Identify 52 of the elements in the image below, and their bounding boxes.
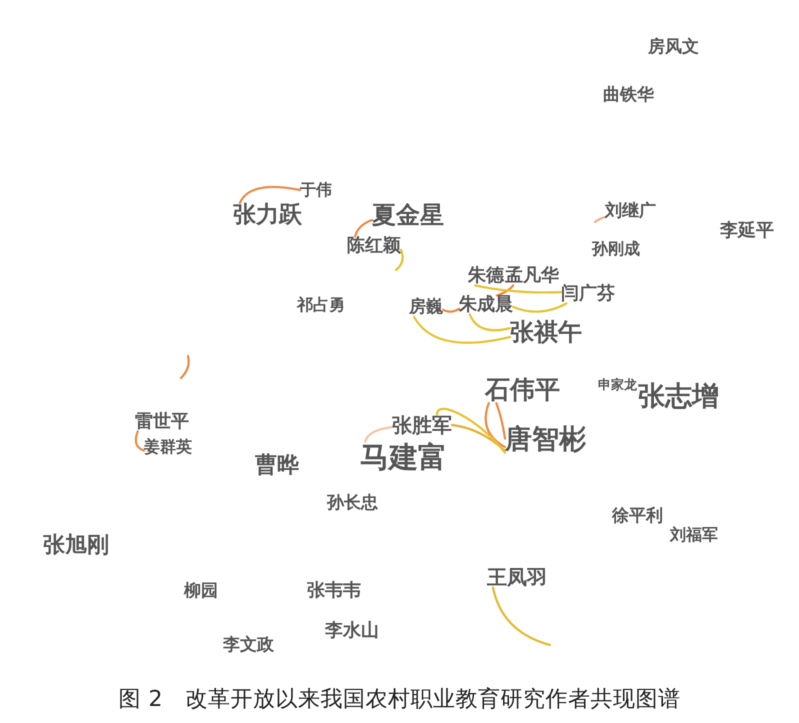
- link-line: [364, 426, 394, 443]
- author-name: 李延平: [720, 222, 774, 240]
- link-line: [474, 284, 562, 294]
- figure-caption: 图 2 改革开放以来我国农村职业教育研究作者共现图谱: [118, 688, 680, 712]
- author-name: 雷世平: [135, 412, 189, 432]
- author-name: 刘继广: [605, 203, 656, 221]
- author-name: 祁占勇: [297, 296, 345, 314]
- link-line: [442, 308, 460, 313]
- link-line: [134, 430, 146, 452]
- author-name: 朱成晨: [459, 296, 513, 314]
- author-name: 孟凡华: [505, 266, 559, 286]
- author-name: 闫广芬: [561, 284, 615, 304]
- author-name: 孙长忠: [327, 495, 378, 513]
- author-name: 张胜军: [392, 414, 452, 436]
- author-name: 张韦韦: [307, 582, 361, 600]
- author-name: 张力跃: [233, 202, 302, 228]
- author-name: 姜群英: [144, 438, 192, 456]
- author-name: 朱德: [468, 266, 504, 286]
- link-line: [495, 402, 506, 440]
- link-line: [238, 186, 302, 204]
- author-name: 刘福军: [670, 526, 718, 544]
- author-name: 柳园: [184, 583, 218, 601]
- author-name: 李水山: [325, 622, 379, 640]
- link-line: [492, 586, 552, 646]
- author-name: 石伟平: [485, 376, 560, 404]
- author-name: 于伟: [300, 182, 332, 198]
- author-name: 房风文: [648, 39, 699, 57]
- author-name: 曹晔: [255, 454, 299, 478]
- link-line: [496, 284, 514, 297]
- link-line: [413, 316, 512, 344]
- author-name: 张旭刚: [43, 534, 109, 558]
- author-name: 唐智彬: [505, 426, 586, 454]
- link-line: [450, 424, 506, 452]
- author-name: 张志增: [638, 382, 719, 412]
- link-line: [394, 248, 404, 272]
- author-name: 王凤羽: [487, 566, 547, 588]
- author-name: 夏金星: [372, 202, 444, 228]
- link-line: [594, 216, 606, 224]
- author-name: 李文政: [223, 637, 274, 655]
- link-line: [484, 402, 506, 448]
- author-name: 张祺午: [510, 319, 582, 345]
- author-name: 申家龙: [598, 379, 637, 393]
- link-line: [468, 313, 512, 332]
- author-name: 孙刚成: [592, 240, 640, 258]
- author-name: 马建富: [360, 442, 447, 472]
- link-line: [436, 408, 506, 454]
- link-line: [354, 218, 374, 238]
- link-line: [512, 302, 568, 313]
- author-name: 徐平利: [612, 508, 663, 526]
- author-name: 陈红颖: [347, 236, 401, 256]
- author-name: 曲铁华: [603, 87, 654, 105]
- author-name: 房巍: [409, 299, 443, 317]
